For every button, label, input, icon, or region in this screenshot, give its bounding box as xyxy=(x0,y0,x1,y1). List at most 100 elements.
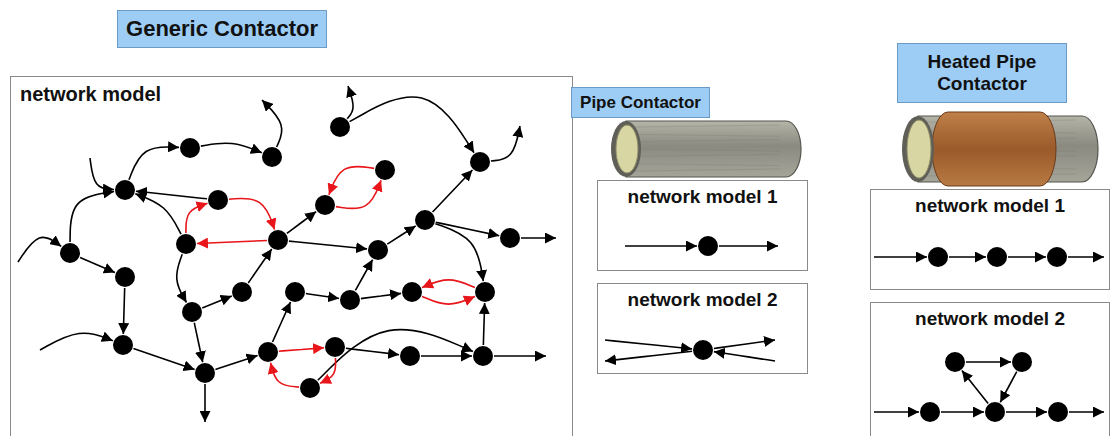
graph-arrow xyxy=(279,348,324,351)
graph-arrow xyxy=(605,340,692,349)
graph-arrow xyxy=(625,245,697,247)
graph-node-dot xyxy=(115,267,135,287)
pipe-picture xyxy=(902,112,1098,186)
graph-arrow xyxy=(521,237,556,239)
graph-arrow xyxy=(194,323,202,362)
graph-node-dot xyxy=(693,340,713,360)
graph-arrow xyxy=(204,384,206,422)
graph-node-dot xyxy=(920,402,940,422)
graph-arrow xyxy=(262,100,282,147)
box-label: network model xyxy=(20,83,564,106)
pipe-pictures xyxy=(611,112,1098,186)
title-box: Generic Contactor xyxy=(117,10,327,48)
graph-arrow xyxy=(229,198,275,229)
graph-arrow xyxy=(347,86,353,119)
graph-arrow xyxy=(422,296,475,304)
graph-arrow xyxy=(346,348,399,354)
graph-node-dot xyxy=(176,234,196,254)
graph-arrow xyxy=(874,256,927,258)
title-box: Pipe Contactor xyxy=(571,87,710,118)
graph-arrow xyxy=(306,294,339,299)
graph-arrow xyxy=(202,296,232,308)
graph-node-dot xyxy=(182,302,202,322)
graph-node-dot xyxy=(113,335,133,355)
graph-arrow xyxy=(80,257,115,272)
graph-arrow xyxy=(874,411,919,413)
graph-node-dot xyxy=(475,282,495,302)
graph-arrow xyxy=(483,303,484,345)
pipe-texture xyxy=(634,169,780,171)
pipe-texture xyxy=(634,154,780,156)
graph-node-dot xyxy=(325,337,345,357)
graph-node-dot xyxy=(987,247,1007,267)
pipe-opening xyxy=(907,120,931,178)
graph-arrow xyxy=(123,288,124,334)
graph-arrow xyxy=(90,158,114,190)
graph-node-dot xyxy=(232,282,252,302)
graph-arrow xyxy=(962,371,988,404)
box-label: network model 2 xyxy=(877,308,1103,330)
graph-arrow xyxy=(719,245,778,247)
title-box: Heated Pipe Contactor xyxy=(897,43,1067,103)
pipe-rim xyxy=(902,116,934,182)
graph-arrow xyxy=(287,212,316,234)
pipe-texture xyxy=(634,140,780,142)
graph-node-dot xyxy=(268,230,288,250)
pipe-texture xyxy=(634,125,780,127)
box-label: Pipe Contactor xyxy=(580,93,701,113)
graph-arrow xyxy=(129,147,179,180)
graph-arrow xyxy=(361,293,401,298)
graph-arrow xyxy=(1069,411,1104,413)
graph-arrow xyxy=(949,256,986,258)
box-label: network model 1 xyxy=(604,186,801,208)
graph-arrow xyxy=(355,260,372,291)
graph-node-dot xyxy=(115,180,135,200)
pipe-rim xyxy=(611,121,641,177)
pipe-opening xyxy=(616,125,638,173)
graph-arrow xyxy=(320,358,336,383)
graph-arrow xyxy=(329,166,374,194)
graph-node-dot xyxy=(330,117,350,137)
network-graphs xyxy=(18,86,1104,422)
graph-node-dot xyxy=(698,236,718,256)
model-panel: network model 1 xyxy=(597,180,808,271)
graph-arrow xyxy=(491,126,520,161)
box-label: network model 1 xyxy=(877,195,1103,217)
model-panel: network model 2 xyxy=(597,283,808,374)
pipe-body xyxy=(626,121,801,177)
graph-arrow xyxy=(387,226,415,244)
graph-node-dot xyxy=(262,147,282,167)
graph-node-dot xyxy=(315,195,335,215)
graph-node-dot xyxy=(945,352,965,372)
graph-arrow xyxy=(422,280,475,288)
graph-arrow xyxy=(436,222,499,235)
graph-node-dot xyxy=(375,160,395,180)
graph-arrow xyxy=(271,363,299,387)
graph-arrow xyxy=(186,203,208,233)
graph-arrow xyxy=(350,97,474,153)
graph-arrow xyxy=(1006,411,1047,413)
model-panel: network model 1 xyxy=(870,189,1110,290)
graph-node-dot xyxy=(470,152,490,172)
graph-arrow xyxy=(966,361,1011,363)
graph-arrow xyxy=(18,237,61,262)
graph-node-dot xyxy=(258,342,278,362)
box-label: network model 2 xyxy=(604,289,801,311)
graph-arrow xyxy=(1000,372,1017,403)
graph-arrow xyxy=(135,194,181,234)
graph-arrow xyxy=(215,355,257,369)
graph-node-dot xyxy=(285,282,305,302)
graph-node-dot xyxy=(1048,402,1068,422)
graph-arrow xyxy=(273,302,291,342)
graph-node-dot xyxy=(400,346,420,366)
pipe-texture xyxy=(634,164,780,166)
graph-arrow xyxy=(289,241,367,249)
graph-arrow xyxy=(1068,256,1104,258)
graph-node-dot xyxy=(300,378,320,398)
graph-arrow xyxy=(941,411,984,413)
graph-arrow xyxy=(177,254,187,302)
graph-node-dot xyxy=(208,190,228,210)
graph-node-dot xyxy=(1012,352,1032,372)
graph-node-dot xyxy=(340,290,360,310)
